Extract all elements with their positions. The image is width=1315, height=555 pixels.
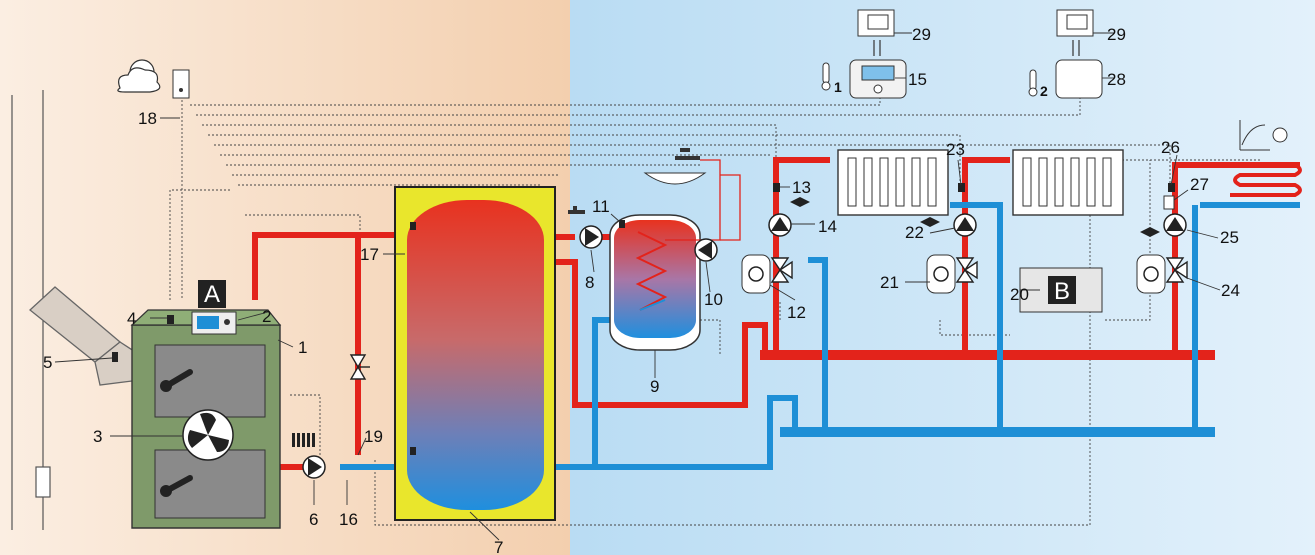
tank-sensor-bottom bbox=[410, 447, 416, 455]
pump-icon bbox=[579, 225, 603, 249]
label-20: 20 bbox=[1010, 285, 1029, 304]
pump-icon bbox=[1163, 213, 1187, 237]
actuator-icon bbox=[926, 254, 956, 294]
label-18: 18 bbox=[138, 109, 157, 128]
tank-sensor-top bbox=[410, 222, 416, 230]
thermostat-icon bbox=[1055, 59, 1103, 99]
label-26: 26 bbox=[1161, 138, 1180, 157]
svg-text:A: A bbox=[204, 281, 220, 308]
radiator-icon bbox=[1012, 149, 1124, 216]
label-7: 7 bbox=[494, 538, 503, 555]
label-3: 3 bbox=[93, 427, 102, 446]
label-2: 2 bbox=[262, 307, 271, 326]
label-10: 10 bbox=[704, 290, 723, 309]
hot-pipes bbox=[252, 157, 1300, 470]
label-28: 28 bbox=[1107, 70, 1126, 89]
label-19: 19 bbox=[364, 427, 383, 446]
label-12: 12 bbox=[787, 303, 806, 322]
exhaust-sensor bbox=[112, 352, 118, 362]
chimney bbox=[11, 90, 51, 530]
control-wiring bbox=[169, 80, 1260, 526]
label-9: 9 bbox=[650, 377, 659, 396]
tap-icon bbox=[568, 206, 585, 214]
label-22: 22 bbox=[905, 223, 924, 242]
label-4: 4 bbox=[127, 309, 136, 328]
leader-lines bbox=[54, 32, 1221, 541]
pump-icon bbox=[302, 455, 326, 479]
outdoor-sensor-icon bbox=[172, 69, 190, 99]
control-panel-icon bbox=[191, 311, 237, 335]
link-arrows bbox=[873, 40, 1080, 56]
thermometer-icon bbox=[821, 62, 1038, 97]
fan-icon bbox=[182, 409, 234, 461]
label-6: 6 bbox=[309, 510, 318, 529]
pump-icon bbox=[694, 238, 718, 262]
label-1: 1 bbox=[298, 338, 307, 357]
label-24: 24 bbox=[1221, 281, 1240, 300]
weather-icon bbox=[117, 59, 161, 93]
pipe-sensors bbox=[773, 183, 1175, 192]
callout-labels: 1 2 3 4 5 6 7 8 9 10 11 12 13 14 15 16 1… bbox=[43, 25, 1240, 555]
label-29-a: 29 bbox=[912, 25, 931, 44]
mixing-valve-icon bbox=[770, 257, 793, 283]
cold-pipes bbox=[340, 202, 1300, 470]
thermometer-label-2: 2 bbox=[1040, 83, 1048, 99]
label-15: 15 bbox=[908, 70, 927, 89]
dhw-return-line bbox=[720, 174, 741, 241]
thermostatic-valve bbox=[1163, 195, 1175, 210]
thermostat-icon bbox=[857, 9, 895, 37]
actuator-icon bbox=[1136, 254, 1166, 294]
thermometer-label-1: 1 bbox=[834, 79, 842, 95]
label-21: 21 bbox=[880, 273, 899, 292]
thermostat-icon bbox=[1056, 9, 1094, 37]
valve-icon bbox=[349, 354, 370, 380]
flue-pipe bbox=[29, 286, 141, 386]
box-a: A bbox=[198, 280, 226, 308]
label-29-b: 29 bbox=[1107, 25, 1126, 44]
label-13: 13 bbox=[792, 178, 811, 197]
valve-icon bbox=[790, 197, 1160, 237]
pump-icon bbox=[768, 213, 792, 237]
label-14: 14 bbox=[818, 217, 837, 236]
label-17: 17 bbox=[360, 245, 379, 264]
dhw-circulation-line bbox=[665, 159, 721, 241]
label-25: 25 bbox=[1220, 228, 1239, 247]
label-16: 16 bbox=[339, 510, 358, 529]
label-8: 8 bbox=[585, 273, 594, 292]
flue-sensor bbox=[167, 315, 174, 324]
dhw-sensor bbox=[619, 220, 625, 228]
actuator-icon bbox=[741, 254, 771, 294]
pump-icon bbox=[953, 213, 977, 237]
label-23: 23 bbox=[946, 140, 965, 159]
radiator-icon bbox=[837, 149, 949, 216]
water-heater-icon bbox=[609, 214, 701, 351]
weather-icon bbox=[1239, 120, 1288, 151]
floor-heating-icon bbox=[1230, 163, 1302, 207]
tap-icon bbox=[643, 148, 707, 185]
svg-text:B: B bbox=[1054, 278, 1070, 305]
mixing-valve-icon bbox=[1165, 257, 1188, 283]
radiator-icon bbox=[292, 433, 315, 447]
label-5: 5 bbox=[43, 353, 52, 372]
label-27: 27 bbox=[1190, 175, 1209, 194]
thermostat-icon bbox=[849, 59, 907, 99]
mixing-valve-icon bbox=[955, 257, 978, 283]
label-11: 11 bbox=[592, 197, 610, 216]
buffer-tank-icon bbox=[394, 186, 556, 521]
